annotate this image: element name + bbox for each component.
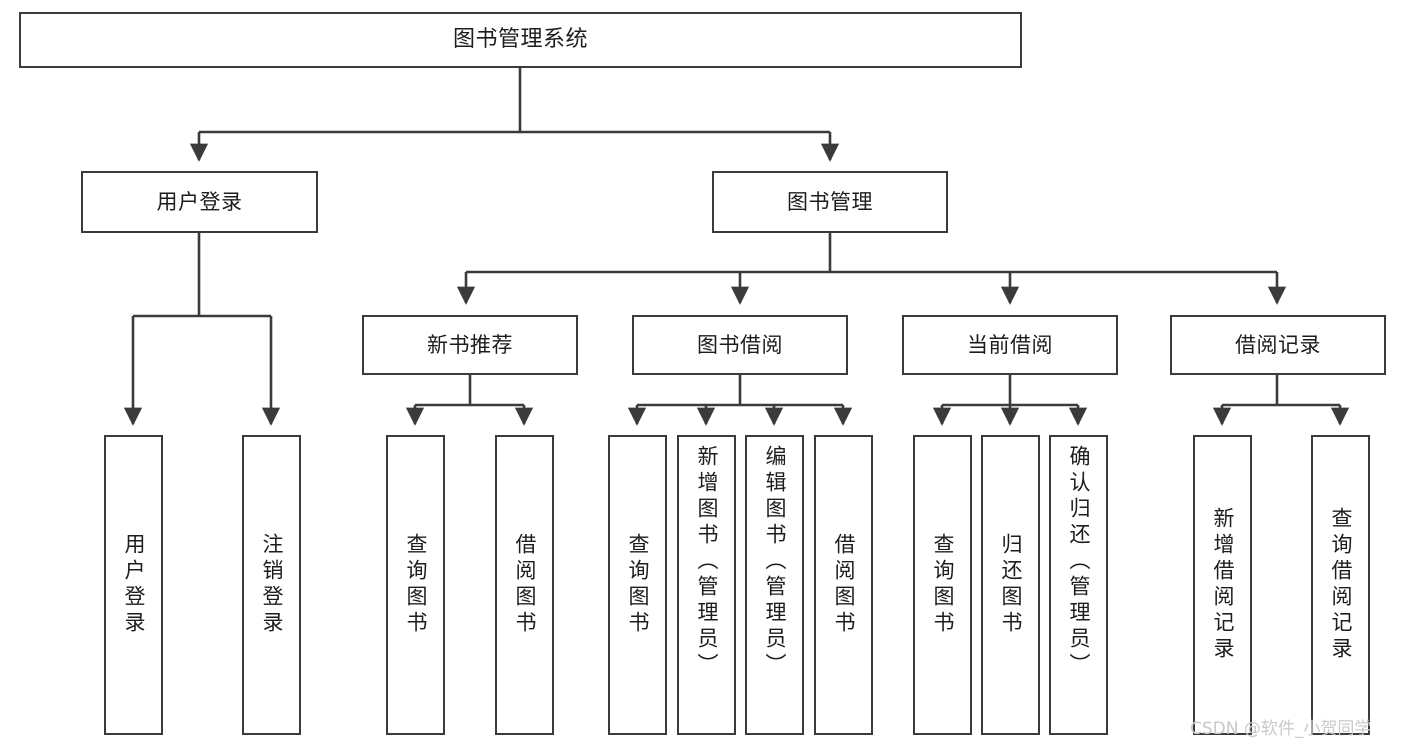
node-label: 借阅图书 — [832, 533, 856, 637]
watermark-text: CSDN @软件_小贺同学 — [1190, 719, 1372, 739]
node-label: 查询图书 — [931, 533, 955, 637]
node-label: 图书管理 — [787, 189, 873, 214]
leaf-confirm-return-admin[interactable]: 确认归还（管理员） — [1049, 435, 1108, 735]
node-label: 借阅记录 — [1235, 332, 1321, 357]
node-label: 用户登录 — [122, 533, 146, 637]
node-label: 借阅图书 — [513, 533, 537, 637]
node-label: 查询借阅记录 — [1329, 507, 1353, 663]
node-label: 图书管理系统 — [452, 27, 588, 53]
leaf-query-borrow-record[interactable]: 查询借阅记录 — [1311, 435, 1370, 735]
node-label: 查询图书 — [626, 533, 650, 637]
leaf-query-book-current[interactable]: 查询图书 — [913, 435, 972, 735]
leaf-user-login[interactable]: 用户登录 — [104, 435, 163, 735]
node-label: 注销登录 — [260, 533, 284, 637]
leaf-query-book-new[interactable]: 查询图书 — [386, 435, 445, 735]
node-label: 新增借阅记录 — [1211, 507, 1235, 663]
leaf-borrow-book-new[interactable]: 借阅图书 — [495, 435, 554, 735]
node-user-login[interactable]: 用户登录 — [81, 171, 318, 233]
node-label: 新书推荐 — [427, 332, 513, 357]
leaf-return-book[interactable]: 归还图书 — [981, 435, 1040, 735]
leaf-add-book-admin[interactable]: 新增图书（管理员） — [677, 435, 736, 735]
leaf-query-book-borrow[interactable]: 查询图书 — [608, 435, 667, 735]
node-label: 用户登录 — [156, 189, 243, 214]
leaf-logout-login[interactable]: 注销登录 — [242, 435, 301, 735]
node-root-system[interactable]: 图书管理系统 — [19, 12, 1022, 68]
node-label: 编辑图书（管理员） — [763, 445, 787, 679]
node-book-borrow[interactable]: 图书借阅 — [632, 315, 848, 375]
leaf-add-borrow-record[interactable]: 新增借阅记录 — [1193, 435, 1252, 735]
node-label: 查询图书 — [404, 533, 428, 637]
node-new-book-recommend[interactable]: 新书推荐 — [362, 315, 578, 375]
node-label: 归还图书 — [999, 533, 1023, 637]
leaf-borrow-book-borrow[interactable]: 借阅图书 — [814, 435, 873, 735]
node-label: 图书借阅 — [697, 332, 783, 357]
node-label: 确认归还（管理员） — [1067, 445, 1091, 679]
node-borrow-record[interactable]: 借阅记录 — [1170, 315, 1386, 375]
leaf-edit-book-admin[interactable]: 编辑图书（管理员） — [745, 435, 804, 735]
node-current-borrow[interactable]: 当前借阅 — [902, 315, 1118, 375]
node-label: 新增图书（管理员） — [695, 445, 719, 679]
node-label: 当前借阅 — [967, 332, 1053, 357]
node-book-management[interactable]: 图书管理 — [712, 171, 948, 233]
